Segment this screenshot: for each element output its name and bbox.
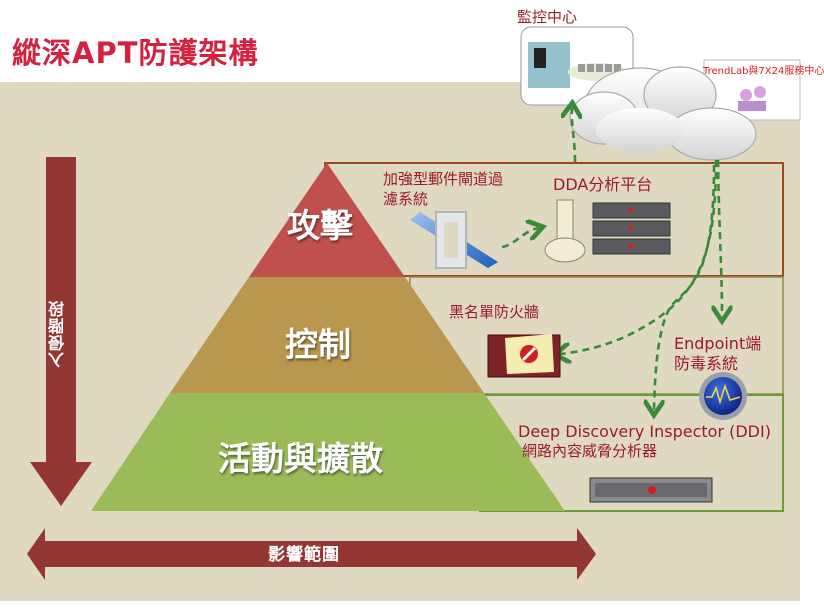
tier-label-control: 控制 <box>285 325 351 364</box>
dda-servers <box>592 202 671 255</box>
page-title: 縱深APT防護架構 <box>12 36 259 70</box>
ddi-appliance-icon <box>589 477 713 503</box>
mail-gateway-label-line2: 濾系統 <box>383 190 429 208</box>
tier-label-attack: 攻擊 <box>287 206 353 245</box>
flow-to-ddi <box>654 164 716 410</box>
impact-scope-label: 影響範圍 <box>268 545 340 565</box>
firewall-icon <box>487 334 561 378</box>
flow-to-endpoint <box>718 159 722 316</box>
tier-label-spread: 活動與擴散 <box>218 439 383 478</box>
endpoint-icon <box>699 372 747 420</box>
cloud-icon <box>569 66 757 161</box>
diagram-canvas <box>27 26 801 580</box>
flow-to-firewall <box>560 159 718 354</box>
intrusion-stage-arrow <box>30 157 92 506</box>
trendlab-label: TrendLab與7X24服務中心 <box>703 66 824 77</box>
flow-lines <box>501 108 722 410</box>
ddi-label-line1: Deep Discovery Inspector (DDI) <box>518 422 771 441</box>
dda-label: DDA分析平台 <box>553 175 653 194</box>
mail-gateway-label-line1: 加強型郵件閘道過 <box>383 170 504 188</box>
endpoint-label-line1: Endpoint端 <box>674 334 762 353</box>
flow-to-monitor <box>572 108 575 163</box>
pyramid-tier-spread <box>91 393 565 511</box>
impact-scope-arrow <box>27 528 596 580</box>
monitor-center-label: 監控中心 <box>517 8 578 26</box>
pyramid-tier-control <box>170 277 484 393</box>
flow-to-dda <box>501 228 538 249</box>
endpoint-label-line2: 防毒系統 <box>674 354 739 373</box>
firewall-label: 黑名單防火牆 <box>449 303 540 321</box>
pyramid-tier-attack <box>249 163 405 277</box>
trendlab-box <box>703 59 801 121</box>
mail-gateway-icon <box>410 211 498 269</box>
dda-icon <box>544 199 671 263</box>
intrusion-stage-label: 入侵階段 <box>48 300 67 368</box>
ddi-label-line2: 網路內容威脅分析器 <box>522 442 658 460</box>
